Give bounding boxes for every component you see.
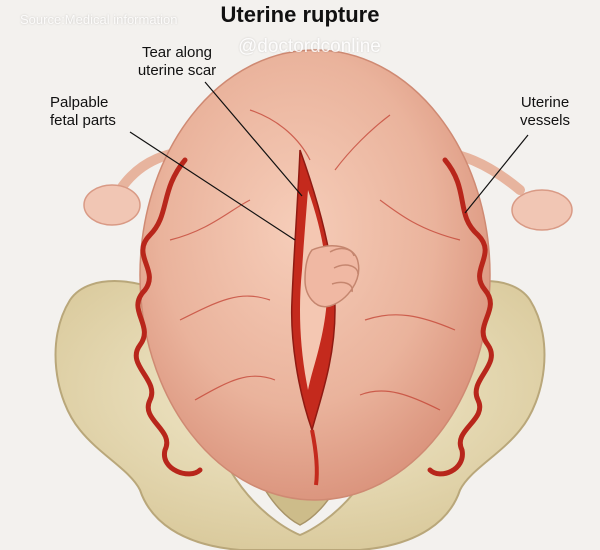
left-uterine-vessel bbox=[133, 157, 203, 477]
source-watermark: Source:Medical information bbox=[20, 12, 178, 27]
tear-leader-line bbox=[204, 81, 303, 197]
right-uterine-vessel bbox=[427, 157, 494, 477]
uterine-vessel-branches bbox=[169, 109, 461, 411]
handle-watermark: @doctordconline bbox=[238, 36, 381, 57]
vessels-leader-line bbox=[464, 134, 529, 214]
fetal-hand bbox=[304, 245, 360, 308]
leader-lines bbox=[129, 81, 529, 241]
palpable-leader-line bbox=[129, 131, 296, 241]
uterine-vessels-label: Uterine vessels bbox=[519, 94, 571, 129]
tear-label: Tear along uterine scar bbox=[137, 44, 217, 79]
palpable-fetal-parts-label: Palpable fetal parts bbox=[50, 94, 116, 129]
page-title: Uterine rupture bbox=[220, 2, 380, 27]
